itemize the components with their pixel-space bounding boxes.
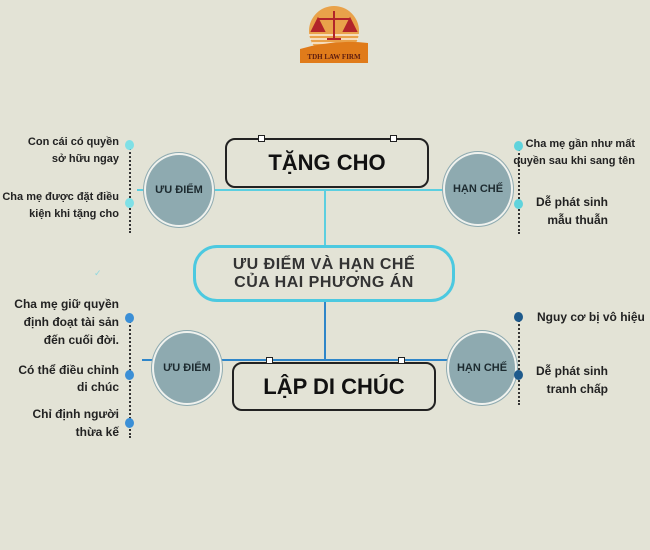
central-topic: ƯU ĐIỂM VÀ HẠN CHẾ CỦA HAI PHƯƠNG ÁN [193, 245, 455, 302]
gift-cons-node: HẠN CHẾ [443, 152, 513, 226]
will-pro-2: Có thể điều chỉnh di chúc [18, 362, 119, 396]
scales-of-justice-icon [300, 6, 368, 63]
gift-pros-label: ƯU ĐIỂM [155, 184, 203, 196]
will-pro-3: Chỉ định người thừa kế [32, 405, 119, 441]
handle [258, 135, 265, 142]
gift-title: TẶNG CHO [268, 150, 386, 175]
gift-con-1: Cha mẹ gần như mất quyền sau khi sang tên [513, 136, 635, 170]
will-con-2: Dễ phát sinh tranh chấp [536, 362, 608, 398]
label-line: quyền sau khi sang tên [513, 155, 635, 167]
gift-pros-node: ƯU ĐIỂM [144, 153, 214, 227]
gift-cons-label: HẠN CHẾ [452, 183, 504, 195]
will-pros-label: ƯU ĐIỂM [163, 362, 211, 374]
central-line-2: CỦA HAI PHƯƠNG ÁN [234, 273, 414, 291]
label-line: đến cuối đời. [43, 333, 119, 347]
will-con-1: Nguy cơ bị vô hiệu [537, 309, 645, 326]
will-title-box: LẬP DI CHÚC [232, 362, 436, 411]
central-line-1: ƯU ĐIỂM VÀ HẠN CHẾ [232, 255, 416, 273]
label-line: mẫu thuẫn [547, 213, 608, 227]
gift-pro-2: Cha mẹ được đặt điều kiện khi tặng cho [2, 189, 119, 223]
bullet-dot [514, 370, 523, 380]
bullet-dot [125, 198, 134, 208]
logo: TDH LAW FIRM [300, 5, 368, 63]
gift-stem [324, 189, 326, 246]
label-line: thừa kế [75, 425, 119, 439]
handle [266, 357, 273, 364]
bullet-dot [125, 140, 134, 150]
label-line: Nguy cơ bị vô hiệu [537, 310, 645, 324]
will-cons-node: HẠN CHẾ [447, 331, 517, 405]
label-line: Chỉ định người [32, 407, 119, 421]
will-cons-label: HẠN CHẾ [456, 362, 508, 374]
gift-title-box: TẶNG CHO [225, 138, 429, 188]
handle [398, 357, 405, 364]
label-line: định đoạt tài sản [23, 315, 119, 329]
bullet-dot [125, 418, 134, 428]
label-line: Cha mẹ giữ quyền [14, 297, 119, 311]
bullet-dot [125, 313, 134, 323]
label-line: Có thể điều chỉnh [18, 363, 119, 377]
bullet-dot [125, 370, 134, 380]
will-connector [142, 359, 448, 361]
bullet-dot [514, 312, 523, 322]
will-cons-timeline [518, 317, 520, 405]
logo-text: TDH LAW FIRM [307, 53, 361, 61]
bullet-dot [514, 141, 523, 151]
label-line: Dễ phát sinh [535, 364, 608, 378]
gift-con-2: Dễ phát sinh mẫu thuẫn [536, 193, 608, 229]
label-line: di chúc [76, 380, 119, 394]
will-stem [324, 302, 326, 360]
label-line: Con cái có quyền [27, 136, 119, 148]
label-line: tranh chấp [546, 382, 608, 396]
gift-connector [137, 189, 445, 191]
label-line: kiện khi tặng cho [29, 208, 119, 220]
will-title: LẬP DI CHÚC [263, 373, 405, 399]
bullet-dot [514, 199, 523, 209]
gift-cons-timeline [518, 146, 520, 234]
handle [390, 135, 397, 142]
will-pro-1: Cha mẹ giữ quyền định đoạt tài sản đến cuố… [14, 295, 119, 349]
check-mark-icon: ✓ [94, 268, 102, 278]
will-pros-node: ƯU ĐIỂM [152, 331, 222, 405]
label-line: Cha mẹ gần như mất [525, 138, 635, 150]
label-line: Dễ phát sinh [535, 195, 608, 209]
gift-pros-timeline [129, 145, 131, 233]
label-line: Cha mẹ được đặt điều [2, 191, 119, 203]
label-line: sở hữu ngay [51, 153, 119, 165]
gift-pro-1: Con cái có quyền sở hữu ngay [28, 134, 119, 168]
